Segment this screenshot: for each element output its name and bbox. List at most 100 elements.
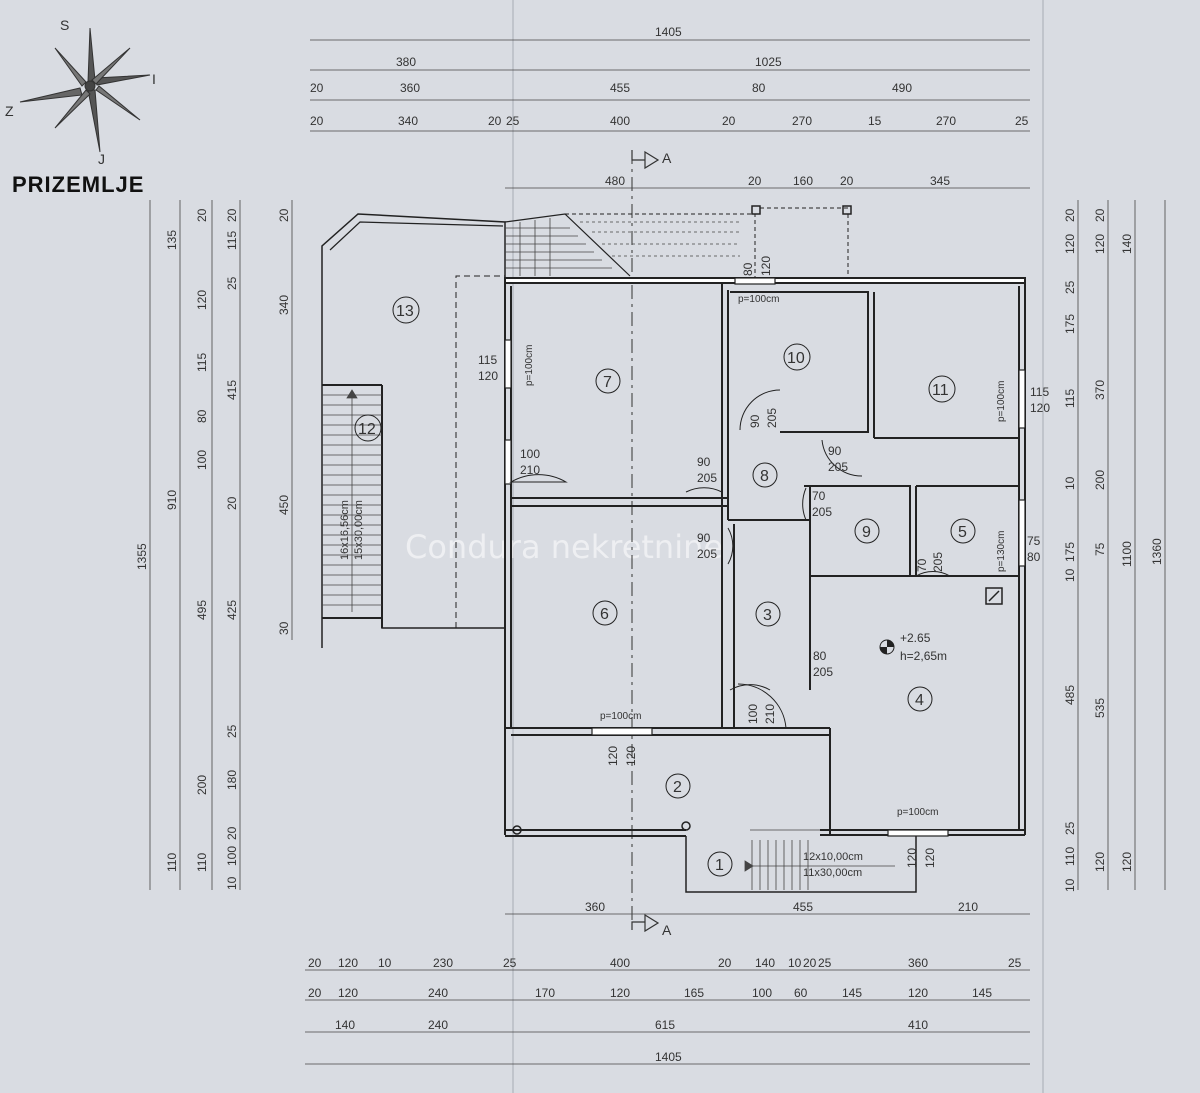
right-dim-c1-1: 120 bbox=[1063, 234, 1077, 254]
top-dim-r3-4: 490 bbox=[892, 81, 912, 95]
bot-dim-r2-9: 120 bbox=[908, 986, 928, 1000]
room-9-label: 9 bbox=[862, 524, 871, 541]
left-dim-c3-0: 20 bbox=[195, 208, 209, 222]
left-dim-c1-0: 1355 bbox=[135, 543, 149, 570]
door-7-w: 100 bbox=[520, 447, 540, 461]
bot-dim-r1-5: 400 bbox=[610, 956, 630, 970]
win-5-h: 80 bbox=[1027, 550, 1041, 564]
right-dim-c1-11: 10 bbox=[1063, 878, 1077, 892]
stairs-top bbox=[505, 218, 740, 276]
dims-left: 1355135910110201201158010049520011020115… bbox=[135, 208, 291, 890]
left-dim-c5-0: 20 bbox=[277, 208, 291, 222]
watermark: Condura nekretnine bbox=[405, 528, 724, 566]
side-stair-note-2: 15x30,00cm bbox=[353, 500, 365, 560]
bot-dim-r2-10: 145 bbox=[972, 986, 992, 1000]
door-9-w: 70 bbox=[812, 489, 826, 503]
right-dim-c3-0: 140 bbox=[1120, 234, 1134, 254]
top-dim-r4-0: 20 bbox=[310, 114, 324, 128]
left-dim-c4-9: 100 bbox=[225, 846, 239, 866]
top-dim-r3-2: 455 bbox=[610, 81, 630, 95]
bot-dim-r0-1: 455 bbox=[793, 900, 813, 914]
left-dim-c3-5: 495 bbox=[195, 600, 209, 620]
bot-dim-r1-10: 25 bbox=[818, 956, 832, 970]
room-2-label: 2 bbox=[673, 779, 682, 796]
win-top-w: 80 bbox=[741, 262, 755, 276]
stairs-side bbox=[322, 389, 382, 612]
top-dim-r4-7: 15 bbox=[868, 114, 882, 128]
top-dim-r4-3: 25 bbox=[506, 114, 520, 128]
bot-dim-r2-3: 170 bbox=[535, 986, 555, 1000]
room-3-label: 3 bbox=[763, 607, 772, 624]
compass-rose-icon: S I Z J bbox=[5, 17, 156, 167]
top-dim-r3-0: 20 bbox=[310, 81, 324, 95]
left-dim-c2-2: 110 bbox=[165, 853, 179, 872]
win-11-h: 120 bbox=[1030, 401, 1050, 415]
win-5-w: 75 bbox=[1027, 534, 1041, 548]
left-dim-c2-1: 910 bbox=[165, 490, 179, 510]
top-dim-r5-4: 345 bbox=[930, 174, 950, 188]
top-dim-r3-3: 80 bbox=[752, 81, 766, 95]
top-dim-r5-1: 20 bbox=[748, 174, 762, 188]
door-5-w: 70 bbox=[915, 558, 929, 572]
bot-dim-r4-0: 1405 bbox=[655, 1050, 682, 1064]
window-note-mid: p=100cm bbox=[600, 711, 641, 722]
left-dim-c3-1: 120 bbox=[195, 290, 209, 310]
section-label-top: A bbox=[662, 150, 672, 166]
door-6-h: 205 bbox=[697, 547, 717, 561]
level-mark: +2.65 bbox=[900, 631, 931, 645]
door-7-h: 210 bbox=[520, 463, 540, 477]
top-dim-r4-1: 340 bbox=[398, 114, 418, 128]
top-dim-r5-0: 480 bbox=[605, 174, 625, 188]
top-dim-r4-5: 20 bbox=[722, 114, 736, 128]
room-11-label: 11 bbox=[932, 382, 949, 399]
left-dim-c3-2: 115 bbox=[195, 353, 209, 372]
room-8-label: 8 bbox=[760, 468, 769, 485]
right-dim-c3-1: 1100 bbox=[1120, 541, 1134, 567]
top-dim-r3-1: 360 bbox=[400, 81, 420, 95]
left-dim-c4-6: 25 bbox=[225, 724, 239, 738]
bot-dim-r3-0: 140 bbox=[335, 1018, 355, 1032]
bot-dim-r1-0: 20 bbox=[308, 956, 322, 970]
right-dim-c2-4: 75 bbox=[1093, 542, 1107, 556]
right-dim-c4-0: 1360 bbox=[1150, 538, 1164, 565]
room-13-label: 13 bbox=[396, 303, 414, 320]
bot-dim-r0-0: 360 bbox=[585, 900, 605, 914]
door-8a-w: 90 bbox=[697, 455, 711, 469]
window-note-11: p=100cm bbox=[996, 381, 1007, 422]
compass-j: J bbox=[98, 151, 105, 167]
bot-dim-r1-11: 360 bbox=[908, 956, 928, 970]
win-mid-h: 120 bbox=[624, 746, 638, 766]
bot-dim-r2-8: 145 bbox=[842, 986, 862, 1000]
bot-dim-r2-6: 100 bbox=[752, 986, 772, 1000]
room-6-label: 6 bbox=[600, 606, 609, 623]
left-dim-c4-5: 425 bbox=[225, 600, 239, 620]
right-dim-c2-0: 20 bbox=[1093, 208, 1107, 222]
top-dim-r4-9: 25 bbox=[1015, 114, 1029, 128]
bot-dim-r2-2: 240 bbox=[428, 986, 448, 1000]
left-dim-c4-1: 115 bbox=[225, 231, 239, 250]
bot-dim-r1-9: 20 bbox=[803, 956, 817, 970]
left-dim-c2-0: 135 bbox=[165, 230, 179, 250]
door-10-w: 90 bbox=[748, 414, 762, 428]
bot-dim-r1-8: 10 bbox=[788, 956, 802, 970]
door-5-h: 205 bbox=[931, 552, 945, 572]
right-dim-c3-2: 120 bbox=[1120, 852, 1134, 872]
bot-dim-r1-12: 25 bbox=[1008, 956, 1022, 970]
top-dim-r4-6: 270 bbox=[792, 114, 812, 128]
win-bot-h: 120 bbox=[923, 848, 937, 868]
bot-dim-r1-4: 25 bbox=[503, 956, 517, 970]
bot-dim-r1-7: 140 bbox=[755, 956, 775, 970]
left-dim-c4-8: 20 bbox=[225, 826, 239, 840]
right-dim-c1-5: 10 bbox=[1063, 476, 1077, 490]
right-dim-c1-7: 10 bbox=[1063, 568, 1077, 582]
level-height: h=2,65m bbox=[900, 649, 947, 663]
top-dim-r4-4: 400 bbox=[610, 114, 630, 128]
right-dim-c1-2: 25 bbox=[1063, 280, 1077, 294]
right-dim-c2-1: 120 bbox=[1093, 234, 1107, 254]
windows bbox=[504, 277, 1026, 837]
paper-fold bbox=[512, 0, 514, 1093]
window-note-5: p=130cm bbox=[996, 531, 1007, 572]
